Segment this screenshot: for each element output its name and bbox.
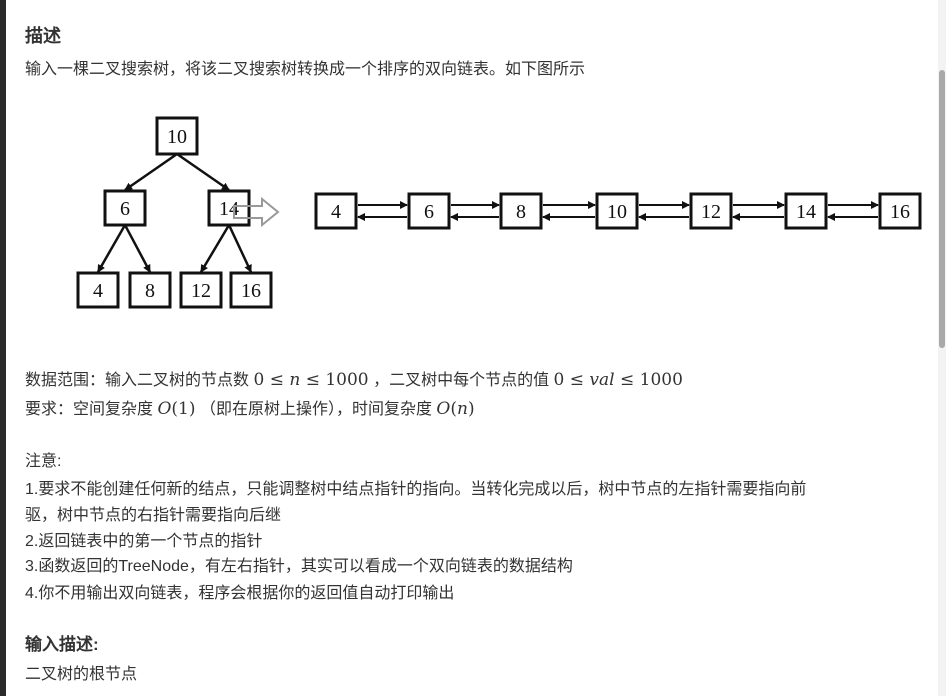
requirement-line: 要求：空间复杂度 O(1) （即在原树上操作），时间复杂度 O(n)	[25, 398, 475, 421]
list-node-label: 8	[516, 201, 526, 223]
note-line-4: 4.你不用输出双向链表，程序会根据你的返回值自动打印输出	[25, 585, 455, 602]
range-middle: ，二叉树中每个节点的值	[373, 372, 550, 389]
tree-node: 12	[179, 271, 223, 309]
note-line-2: 2.返回链表中的第一个节点的指针	[25, 533, 263, 550]
tree-edge	[124, 152, 178, 192]
tree-edge	[176, 152, 230, 192]
hollow-right-arrow-icon	[233, 196, 280, 228]
tree-node: 10	[155, 116, 199, 156]
tree-node-label: 10	[167, 126, 187, 148]
list-node: 8	[499, 192, 543, 230]
tree-edge	[96, 224, 127, 273]
time-complexity-math: O(n)	[436, 399, 475, 419]
tree-node-label: 8	[145, 280, 155, 302]
tree-node-label: 16	[241, 280, 261, 302]
range-math-n: 0 ≤ n ≤ 1000	[253, 370, 369, 390]
bst-to-list-diagram: 10 6 14 4 8 12 16 4 6 8 10 12 14 16	[76, 116, 922, 309]
left-edge-bar	[0, 0, 6, 696]
space-complexity-math: O(1)	[157, 399, 196, 419]
input-description-text: 二叉树的根节点	[25, 666, 138, 683]
range-math-val: 0 ≤ val ≤ 1000	[553, 370, 683, 390]
requirement-prefix: 要求：空间复杂度	[25, 401, 154, 418]
list-node-label: 16	[890, 201, 910, 223]
note-line-1-continued: 驱，树中节点的右指针需要指向后继	[25, 507, 282, 524]
note-line-3: 3.函数返回的TreeNode，有左右指针，其实可以看成一个双向链表的数据结构	[25, 558, 573, 575]
tree-node-label: 4	[93, 280, 103, 302]
list-node-label: 12	[701, 201, 721, 223]
note-line-1: 1.要求不能创建任何新的结点，只能调整树中结点指针的指向。当转化完成以后，树中节…	[25, 481, 807, 498]
list-node: 10	[595, 192, 639, 230]
description-heading: 描述	[25, 26, 61, 46]
notes-title: 注意:	[25, 453, 62, 470]
list-node-label: 6	[424, 201, 434, 223]
list-node: 16	[878, 192, 922, 230]
tree-node: 16	[229, 271, 273, 309]
tree-edge	[123, 224, 152, 273]
description-intro: 输入一棵二叉搜索树，将该二叉搜索树转换成一个排序的双向链表。如下图所示	[25, 61, 586, 78]
tree-node: 8	[128, 271, 172, 309]
tree-node-label: 14	[219, 198, 239, 220]
tree-node: 4	[76, 271, 120, 309]
data-range-line: 数据范围：输入二叉树的节点数 0 ≤ n ≤ 1000 ，二叉树中每个节点的值 …	[25, 369, 683, 392]
list-node: 14	[784, 192, 828, 230]
list-node-label: 4	[331, 201, 341, 223]
tree-node-label: 12	[191, 280, 211, 302]
tree-edge	[227, 224, 253, 273]
list-node: 4	[314, 192, 358, 230]
scrollbar-track[interactable]	[938, 0, 946, 696]
list-node: 6	[407, 192, 451, 230]
tree-node: 14	[207, 189, 251, 227]
input-description-heading: 输入描述:	[25, 635, 99, 654]
scrollbar-thumb[interactable]	[939, 70, 945, 348]
requirement-middle: （即在原树上操作），时间复杂度	[199, 401, 437, 418]
range-prefix: 数据范围：输入二叉树的节点数	[25, 372, 250, 389]
list-node-label: 14	[796, 201, 816, 223]
list-node: 12	[689, 192, 733, 230]
tree-edge	[199, 224, 231, 273]
list-node-label: 10	[607, 201, 627, 223]
tree-node: 6	[103, 189, 147, 227]
tree-node-label: 6	[120, 198, 130, 220]
